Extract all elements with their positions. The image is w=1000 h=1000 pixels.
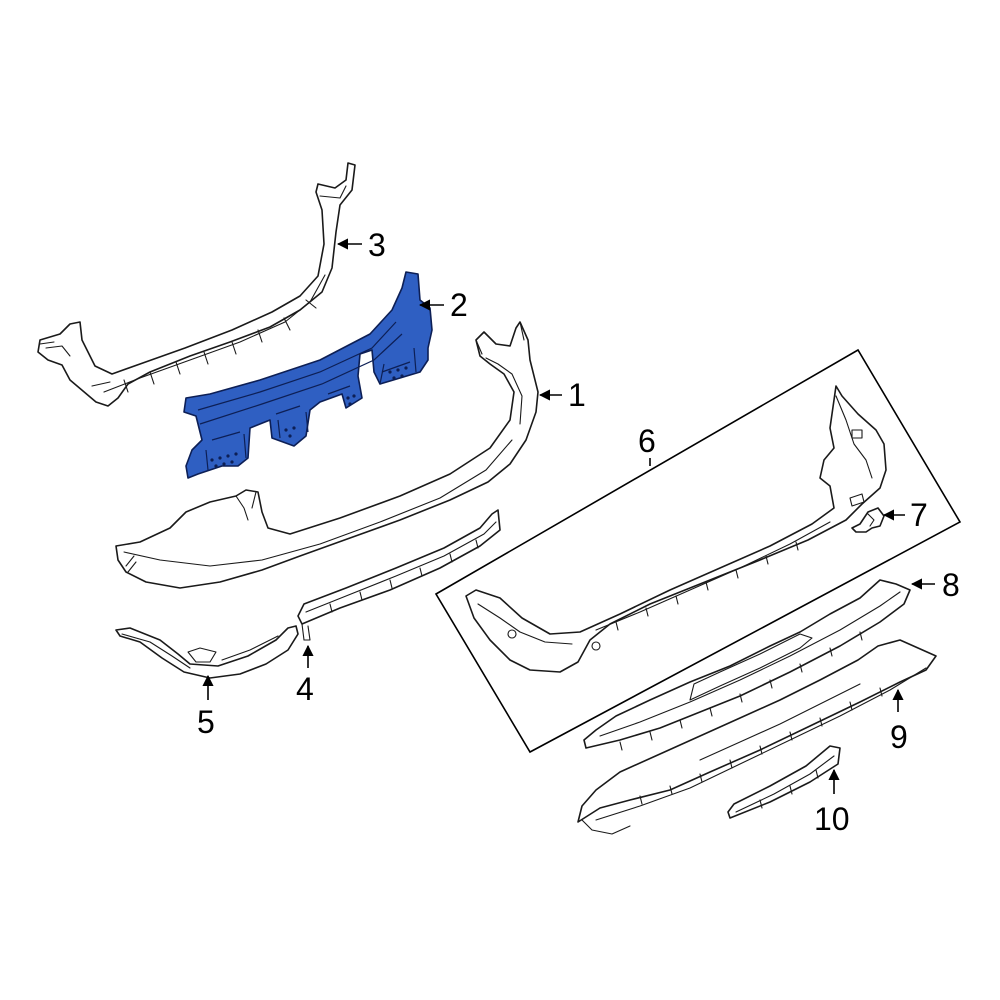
part-1-bumper-cover[interactable] <box>115 321 539 589</box>
callout-7: 7 <box>910 497 928 533</box>
part-8-lower-valance[interactable] <box>583 579 911 751</box>
callout-4: 4 <box>296 671 314 707</box>
part-9-skid-plate[interactable] <box>577 639 937 835</box>
part-2-energy-absorber[interactable] <box>183 271 433 479</box>
part-10-trim-strip[interactable] <box>727 745 841 819</box>
part-5-molding-bracket[interactable] <box>115 625 299 679</box>
part-4-lower-molding[interactable] <box>297 509 501 641</box>
callout-10: 10 <box>814 801 850 837</box>
callout-3: 3 <box>368 227 386 263</box>
callout-5: 5 <box>197 704 215 740</box>
callout-6: 6 <box>638 423 656 459</box>
callout-8: 8 <box>942 567 960 603</box>
leader-lines <box>202 238 935 794</box>
part-6-bumper-assembly[interactable] <box>465 385 887 673</box>
part-3-reinforcement[interactable] <box>37 162 356 407</box>
callout-2: 2 <box>450 287 468 323</box>
callout-labels: 1 2 3 4 5 6 7 8 9 10 <box>197 227 960 837</box>
part-7-bracket[interactable] <box>851 507 885 533</box>
callout-1: 1 <box>568 377 586 413</box>
part-6-assembly-box <box>434 348 962 754</box>
callout-9: 9 <box>890 719 908 755</box>
